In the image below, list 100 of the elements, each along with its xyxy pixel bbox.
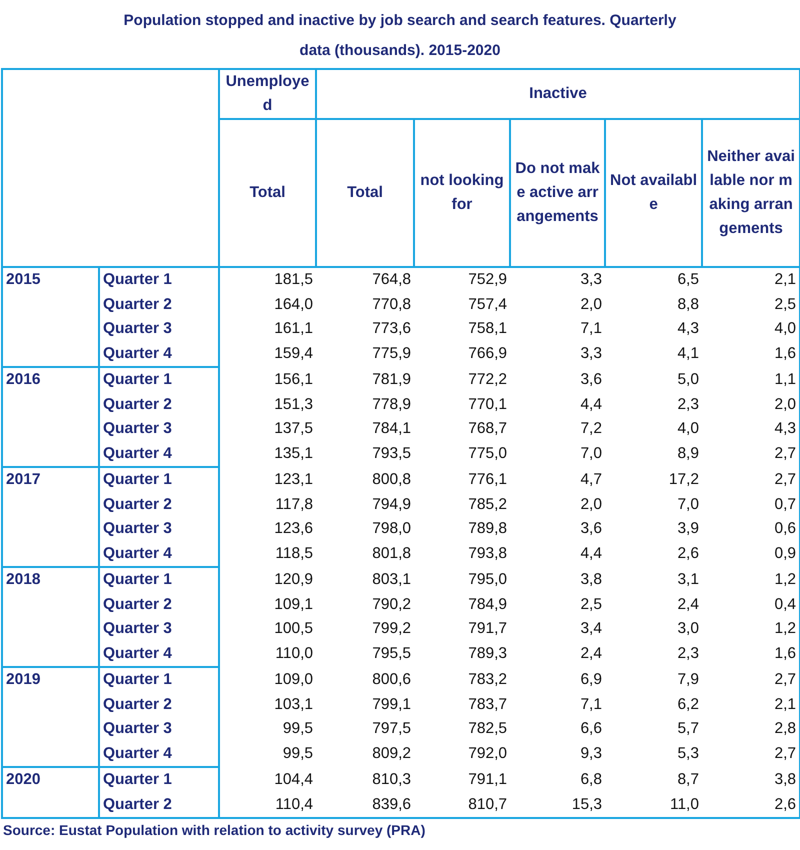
row-header: 2018 [2, 567, 99, 667]
table-cell-text: 17,2 [668, 470, 700, 490]
table-cell: 752,9 [414, 267, 510, 292]
table-cell: 159,4 [219, 342, 316, 367]
table-cell-text: 783,7 [467, 694, 508, 715]
table-cell-text: 797,5 [371, 719, 412, 740]
table-cell-text: 773,6 [371, 319, 412, 340]
table-cell-text: 3,8 [579, 570, 603, 590]
table-cell-text: 801,8 [371, 544, 412, 564]
table-cell-text: 810,3 [371, 770, 412, 790]
column-header: Total [219, 119, 316, 267]
table-cell: 120,9 [219, 567, 316, 592]
table-cell: 2,0 [702, 392, 800, 417]
table-cell: 15,3 [510, 792, 605, 818]
table-cell-text: 776,1 [467, 470, 508, 490]
table-cell-text: 766,9 [467, 344, 508, 364]
table-cell-text: 3,6 [579, 519, 603, 540]
table-cell-text: 3,3 [579, 344, 603, 364]
table-cell-text: 6,8 [579, 770, 603, 790]
table-cell-text: 8,8 [676, 294, 700, 315]
table-cell-text: 3,6 [579, 370, 603, 390]
table-cell: 4,0 [702, 317, 800, 342]
table-cell: 810,7 [414, 792, 510, 818]
table-cell-text: 785,2 [467, 494, 508, 515]
column-header: Do not make active arrangements [510, 119, 605, 267]
table-cell: 1,6 [702, 342, 800, 367]
table-cell-text: 799,1 [371, 694, 412, 715]
column-header: Unemployed [219, 69, 316, 119]
table-cell-text: 6,9 [579, 670, 603, 690]
table-cell: 117,8 [219, 492, 316, 517]
table-cell-text: 3,9 [676, 519, 700, 540]
table-cell-text: 791,7 [467, 619, 508, 640]
row-header: Quarter 3 [99, 317, 219, 342]
row-header: Quarter 2 [99, 292, 219, 317]
row-header: 2020 [2, 767, 99, 818]
table-cell-text: 800,8 [371, 470, 412, 490]
table-cell-text: 7,1 [579, 319, 603, 340]
table-cell-text: 789,3 [467, 644, 508, 664]
table-title: Population stopped and inactive by job search and search features. Quarterly data (thousands). 2015-2020 [122, 11, 678, 61]
table-cell: 110,0 [219, 642, 316, 667]
table-cell-text: 8,9 [676, 444, 700, 464]
table-cell-text: 4,7 [579, 470, 603, 490]
table-cell-text: 770,8 [371, 294, 412, 315]
table-cell-text: 2,3 [676, 394, 700, 415]
table-cell-text: 7,0 [579, 444, 603, 464]
table-cell: 123,1 [219, 467, 316, 492]
table-cell: 839,6 [316, 792, 414, 818]
table-cell: 2,7 [702, 442, 800, 467]
row-header: Quarter 2 [99, 792, 219, 818]
table-cell-text: 792,0 [467, 744, 508, 764]
table-cell-text: 775,9 [371, 344, 412, 364]
table-cell: 164,0 [219, 292, 316, 317]
table-cell: 2,6 [702, 792, 800, 818]
table-cell-text: 4,3 [676, 319, 700, 340]
table-cell-text: 2,6 [676, 544, 700, 564]
table-cell: 6,5 [605, 267, 702, 292]
row-header: Quarter 3 [99, 417, 219, 442]
row-header: Quarter 2 [99, 392, 219, 417]
table-cell-text: 772,2 [467, 370, 508, 390]
row-header: Quarter 3 [99, 617, 219, 642]
table-cell-text: 3,4 [579, 619, 603, 640]
table-cell: 118,5 [219, 542, 316, 567]
table-cell-text: 3,0 [676, 619, 700, 640]
row-header: Quarter 3 [99, 717, 219, 742]
column-header: Inactive [316, 69, 800, 119]
table-cell: 1,6 [702, 642, 800, 667]
row-header: Quarter 2 [99, 492, 219, 517]
table-cell-text: 4,0 [676, 419, 700, 440]
table-cell: 110,4 [219, 792, 316, 818]
row-header: Quarter 2 [99, 692, 219, 717]
table-cell: 123,6 [219, 517, 316, 542]
table-cell: 1,2 [702, 567, 800, 592]
table-cell-text: 790,2 [371, 594, 412, 615]
row-header: Quarter 2 [99, 592, 219, 617]
table-cell-text: 778,9 [371, 394, 412, 415]
source-note: Source: Eustat Population with relation to activity survey (PRA) [3, 822, 426, 838]
table-cell: 0,7 [702, 492, 800, 517]
table-cell-text: 6,6 [579, 719, 603, 740]
table-cell-text: 5,0 [676, 370, 700, 390]
table-cell: 0,6 [702, 517, 800, 542]
table-cell-text: 5,7 [676, 719, 700, 740]
table-cell-text: 9,3 [579, 744, 603, 764]
table-cell-text: 794,9 [371, 494, 412, 515]
table-cell-text: 4,4 [579, 394, 603, 415]
table-cell-text: 7,1 [579, 694, 603, 715]
table-cell-text: 784,9 [467, 594, 508, 615]
table-cell-text: 795,5 [371, 644, 412, 664]
table-cell-text: 791,1 [467, 770, 508, 790]
table-cell-text: 2,5 [579, 594, 603, 615]
table-cell-text: 781,9 [371, 370, 412, 390]
table-cell: 3,8 [702, 767, 800, 792]
table-cell-text: 4,4 [579, 544, 603, 564]
table-cell: 100,5 [219, 617, 316, 642]
table-cell: 4,3 [702, 417, 800, 442]
table-cell-text: 757,4 [467, 294, 508, 315]
table-cell: 2,1 [702, 267, 800, 292]
table-cell-text: 784,1 [371, 419, 412, 440]
table-cell: 161,1 [219, 317, 316, 342]
table-cell-text: 7,2 [579, 419, 603, 440]
table-cell: 99,5 [219, 717, 316, 742]
